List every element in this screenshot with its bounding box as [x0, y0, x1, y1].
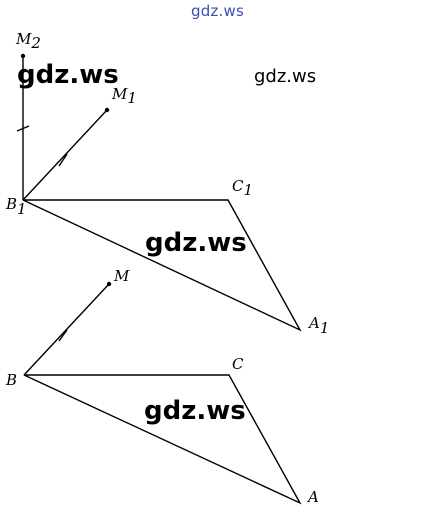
label-c: C [232, 355, 244, 373]
lower-figure [23, 283, 302, 505]
point-m [106, 281, 112, 287]
segment-b-m [23, 283, 110, 376]
point-m2 [20, 53, 26, 59]
watermark-middle: gdz.ws [145, 228, 247, 258]
watermark-upper-left: gdz.ws [17, 60, 119, 90]
label-m: M [113, 267, 130, 285]
point-m1 [104, 107, 110, 113]
tick-mark-b1m1 [58, 153, 68, 167]
tick-mark-bm [58, 329, 68, 342]
triangle-a1b1c1 [22, 199, 302, 332]
label-a1: A1 [307, 314, 329, 337]
label-m2: M2 [15, 30, 41, 52]
label-b1: B1 [5, 195, 27, 218]
label-b: B [5, 371, 17, 389]
label-a: A [306, 488, 319, 506]
watermark-bottom: gdz.ws [144, 396, 246, 426]
tick-mark-b1m2 [16, 125, 30, 132]
segment-b1-m1 [22, 109, 108, 201]
triangle-abc [23, 374, 302, 505]
upper-figure [16, 56, 302, 332]
label-m1: M1 [111, 85, 137, 107]
watermark-top: gdz.ws [191, 2, 244, 20]
label-c1: C1 [232, 177, 253, 199]
watermark-upper-right: gdz.ws [254, 66, 317, 87]
